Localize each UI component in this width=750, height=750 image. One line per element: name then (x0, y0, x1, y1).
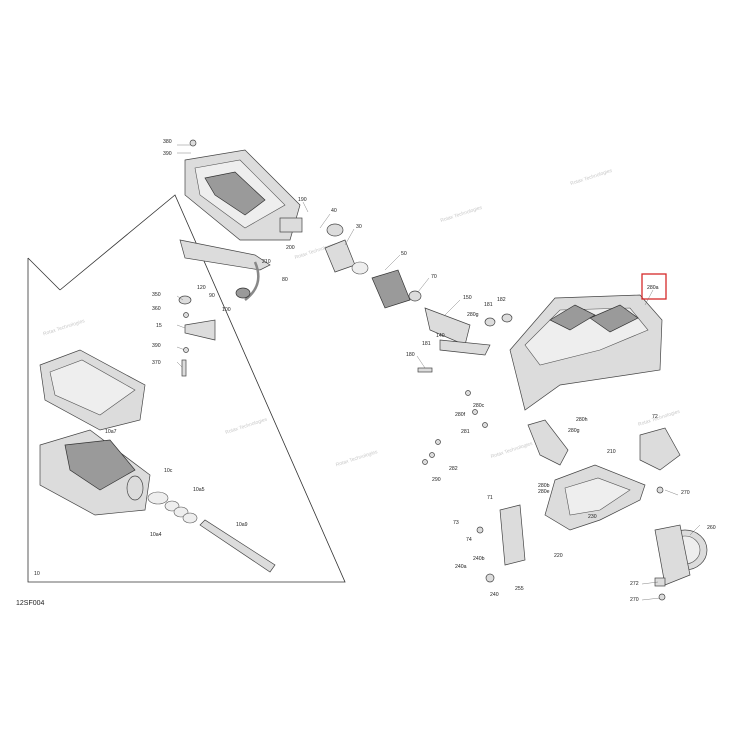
part-label[interactable]: 281 (461, 429, 470, 435)
part-label[interactable]: 282 (449, 466, 458, 472)
part-label[interactable]: 73 (453, 520, 459, 526)
part-labels: 380 390 190 40 30 200 210 50 80 70 350 1… (16, 139, 716, 607)
part-label[interactable]: 180 (406, 352, 415, 358)
part-label[interactable]: 10a9 (236, 522, 248, 528)
part-label[interactable]: 210 (607, 449, 616, 455)
part-label[interactable]: 40 (331, 208, 337, 214)
part-label[interactable]: 280g (467, 312, 479, 318)
part-label[interactable]: 270 (681, 490, 690, 496)
part-label[interactable]: 240b (473, 556, 485, 562)
part-label[interactable]: 240a (455, 564, 467, 570)
highlight-box[interactable] (641, 273, 667, 300)
part-label[interactable]: 390 (163, 151, 172, 157)
watermark: Rotax Technologies (440, 205, 484, 224)
part-label[interactable]: 10c (164, 468, 173, 474)
inset-housing-bottom (39, 429, 151, 516)
part-label[interactable]: 74 (466, 537, 472, 543)
intake-manifold (509, 294, 663, 411)
inset-frame (27, 194, 346, 583)
part-label[interactable]: 10a4 (150, 532, 162, 538)
part-label[interactable]: 80 (282, 277, 288, 283)
part-label[interactable]: 10a5 (193, 487, 205, 493)
diagram-code: 12SF004 (16, 600, 45, 607)
part-label[interactable]: 140 (436, 333, 445, 339)
part-label[interactable]: 70 (431, 274, 437, 280)
part-label[interactable]: 240 (490, 592, 499, 598)
drive-components (178, 223, 513, 356)
part-label[interactable]: 290 (432, 477, 441, 483)
part-label[interactable]: 230 (588, 514, 597, 520)
supercharger-housing-top (184, 139, 303, 241)
part-label[interactable]: 270 (630, 597, 639, 603)
inset-seals-and-shaft (147, 491, 276, 573)
part-label[interactable]: 30 (356, 224, 362, 230)
part-label[interactable]: 181 (484, 302, 493, 308)
watermark: Rotax Technologies (335, 449, 379, 468)
inset-label: 10 (34, 571, 40, 577)
watermark: Rotax Technologies (637, 409, 681, 428)
part-label[interactable]: 380 (163, 139, 172, 145)
part-label[interactable]: 200 (286, 245, 295, 251)
part-label[interactable]: 181 (422, 341, 431, 347)
watermark: Rotax Technologies (225, 417, 269, 436)
part-label[interactable]: 72 (652, 414, 658, 420)
part-label[interactable]: 272 (630, 581, 639, 587)
part-label[interactable]: 190 (298, 197, 307, 203)
watermark: Rotax Technologies (490, 441, 534, 460)
bracket-assembly (499, 419, 708, 587)
part-label[interactable]: 10a7 (105, 429, 117, 435)
part-label[interactable]: 280h (576, 417, 588, 423)
watermark: Rotax Technologies (42, 318, 86, 337)
part-label[interactable]: 370 (152, 360, 161, 366)
part-label[interactable]: 280e (538, 489, 550, 495)
part-label[interactable]: 280c (473, 403, 485, 409)
part-label[interactable]: 255 (515, 586, 524, 592)
part-label[interactable]: 71 (487, 495, 493, 501)
inset-housing-top (39, 349, 146, 431)
part-label[interactable]: 220 (554, 553, 563, 559)
part-label[interactable]: 260 (707, 525, 716, 531)
fasteners (181, 312, 666, 601)
part-label[interactable]: 280f (455, 412, 466, 418)
part-label[interactable]: 120 (197, 285, 206, 291)
part-label[interactable]: 350 (152, 292, 161, 298)
leader-lines (176, 144, 701, 601)
watermark: Rotax Technologies (570, 168, 614, 187)
highlighted-part-label[interactable]: 280a (647, 285, 659, 291)
part-label[interactable]: 280b (538, 483, 550, 489)
part-label[interactable]: 150 (463, 295, 472, 301)
part-label[interactable]: 280g (568, 428, 580, 434)
part-label[interactable]: 50 (401, 251, 407, 257)
part-label[interactable]: 15 (156, 323, 162, 329)
part-label[interactable]: 90 (209, 293, 215, 299)
part-label[interactable]: 182 (497, 297, 506, 303)
part-label[interactable]: 390 (152, 343, 161, 349)
part-label[interactable]: 210 (262, 259, 271, 265)
part-label[interactable]: 360 (152, 306, 161, 312)
part-label[interactable]: 100 (222, 307, 231, 313)
